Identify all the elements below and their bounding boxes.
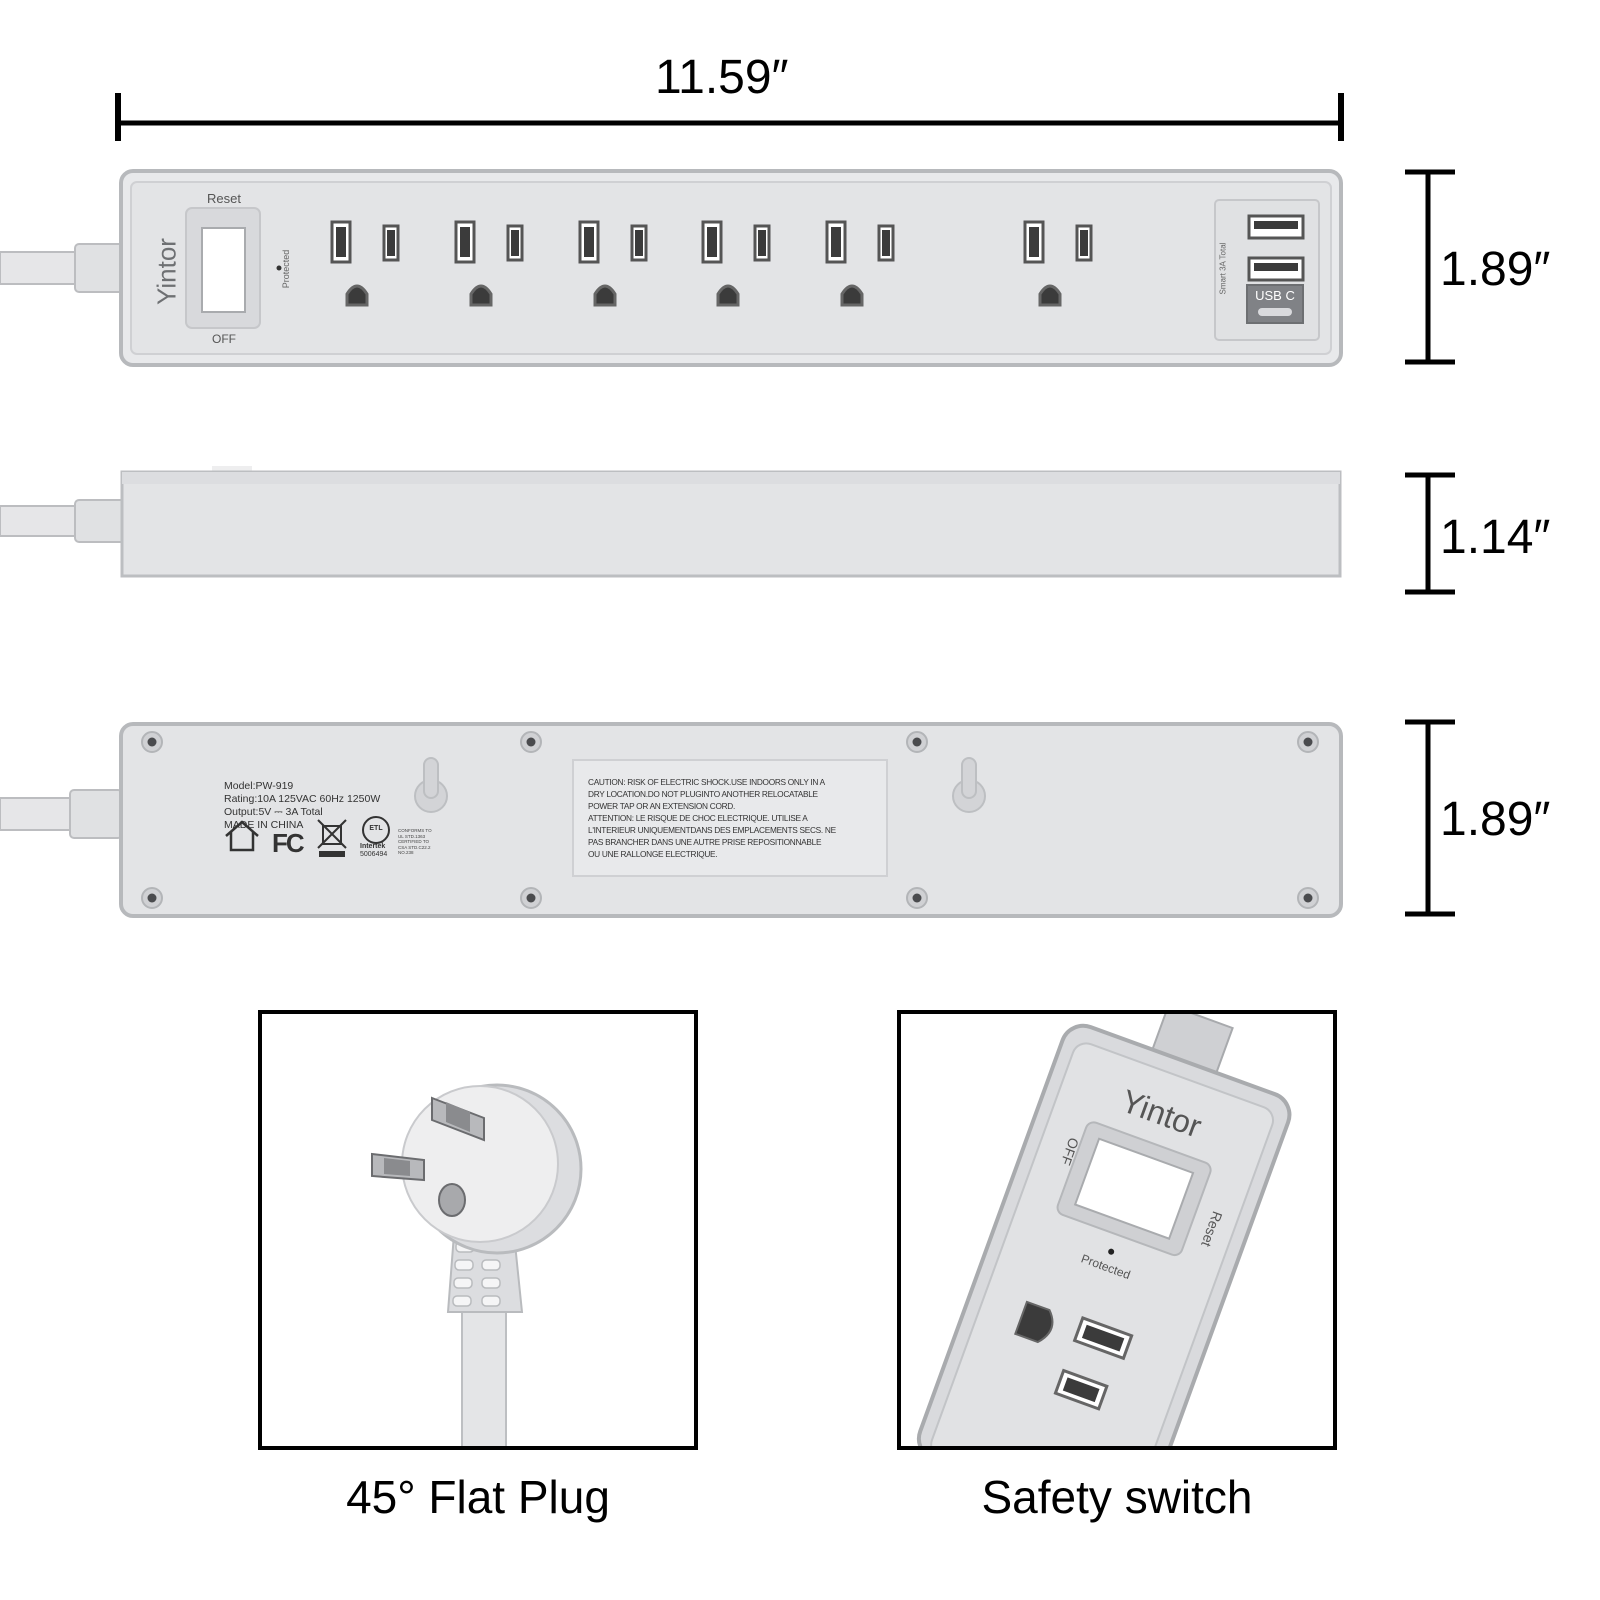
usb-c-port[interactable] (1246, 284, 1304, 324)
reset-label: Reset (207, 191, 241, 206)
spec-text-block: Model:PW-919 Rating:10A 125VAC 60Hz 1250… (224, 780, 380, 832)
protected-label: Protected (281, 249, 291, 289)
ground-pin (438, 1183, 466, 1217)
indoor-use-house-icon (225, 820, 259, 852)
safety-switch-caption: Safety switch (981, 1471, 1253, 1523)
width-dimension-label: 11.59″ (655, 51, 789, 104)
power-switch[interactable] (201, 227, 246, 313)
switch-nub (212, 466, 252, 472)
flat-plug-illustration (371, 1083, 583, 1446)
keyhole-mount-left (414, 757, 448, 813)
ac-outlet[interactable] (825, 220, 895, 307)
plug-blade-2 (371, 1152, 425, 1182)
strip-side-body (120, 470, 1342, 578)
side-view (0, 466, 1342, 578)
detail-power-switch[interactable] (1073, 1137, 1195, 1240)
ac-outlet[interactable] (578, 220, 648, 307)
ac-outlet[interactable] (1023, 220, 1093, 307)
screw (141, 731, 163, 753)
safety-switch-detail-box: Yintor OFF Reset Protected (897, 1010, 1337, 1450)
etl-mark-icon (362, 816, 390, 844)
spec-line: Model:PW-919 (224, 780, 294, 792)
screw (1297, 731, 1319, 753)
top-height-dimension-line (1405, 169, 1455, 365)
bottom-strain-relief (69, 789, 123, 839)
bottom-view (0, 722, 1343, 918)
side-strain-relief (74, 499, 126, 543)
fcc-mark: FC (272, 828, 305, 858)
spec-line: MADE IN CHINA (224, 819, 304, 831)
weee-bin-icon (317, 819, 347, 857)
screw (520, 731, 542, 753)
protected-led-indicator (276, 265, 282, 271)
width-dimension-line (115, 93, 1344, 141)
keyhole-mount-right (952, 757, 986, 813)
conformity-text: CONFORMS TO UL STD.1363 CERTIFIED TO CSA… (398, 828, 432, 855)
spec-line: Rating:10A 125VAC 60Hz 1250W (224, 793, 381, 805)
screw (906, 887, 928, 909)
usb-total-label: Smart 3A Total (1218, 242, 1228, 295)
caution-text: CAUTION: RISK OF ELECTRIC SHOCK.USE INDO… (588, 777, 836, 859)
ac-outlet[interactable] (330, 220, 400, 307)
detail-protected-led (1108, 1248, 1115, 1255)
safety-switch-illustration: Yintor OFF Reset Protected (916, 1014, 1292, 1446)
caution-label-panel (572, 759, 888, 877)
screw (141, 887, 163, 909)
ac-outlet[interactable] (701, 220, 771, 307)
bottom-height-label: 1.89″ (1440, 793, 1551, 846)
etl-mark-label: ETL (369, 825, 383, 832)
off-label: OFF (212, 332, 236, 346)
screw (906, 731, 928, 753)
top-view (0, 169, 1343, 367)
flat-plug-caption: 45° Flat Plug (346, 1471, 610, 1523)
screw (1297, 887, 1319, 909)
flat-plug-detail-box (258, 1010, 698, 1450)
top-height-label: 1.89″ (1440, 243, 1551, 296)
cord-strain-relief (74, 243, 126, 293)
detail-ground-hole (1014, 1300, 1054, 1344)
ac-outlet[interactable] (454, 220, 524, 307)
intertek-label: Intertek 5006494 (360, 843, 388, 858)
brand-logo: Yintor (151, 238, 182, 305)
plug-blade-1 (431, 1096, 485, 1142)
bottom-height-dimension-line (1405, 719, 1455, 917)
side-height-label: 1.14″ (1440, 511, 1551, 564)
screw (520, 887, 542, 909)
outlet-group (330, 220, 1093, 307)
screw-group (141, 731, 1319, 909)
side-height-dimension-line (1405, 472, 1455, 595)
usb-c-label: USB C (1255, 288, 1295, 303)
spec-line: Output:5V ⎓ 3A Total (224, 806, 323, 818)
